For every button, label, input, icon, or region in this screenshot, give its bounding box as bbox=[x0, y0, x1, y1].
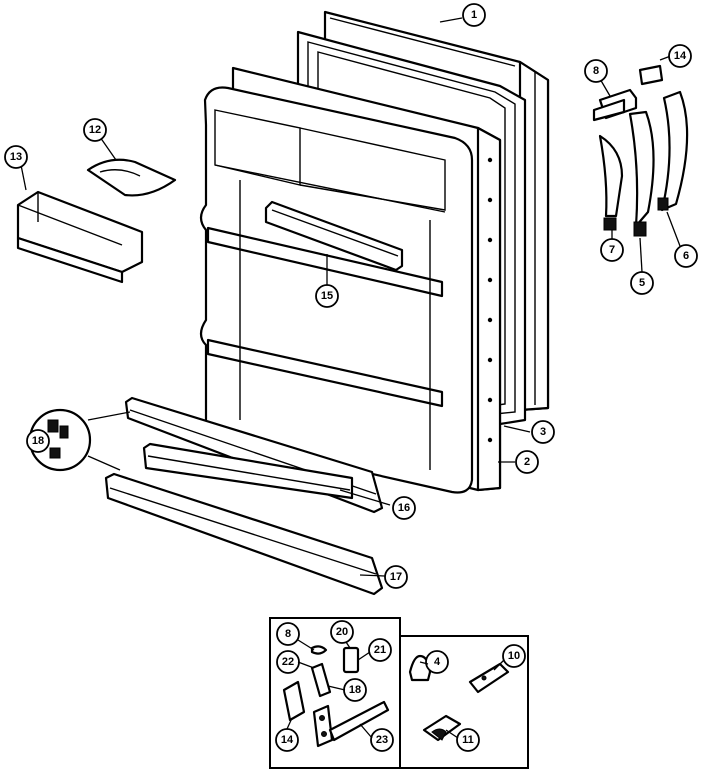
svg-text:5: 5 bbox=[639, 277, 645, 289]
svg-text:18: 18 bbox=[32, 435, 44, 447]
svg-text:23: 23 bbox=[376, 734, 388, 746]
callout-18-detail: 18 bbox=[343, 678, 367, 702]
callout-13: 13 bbox=[4, 145, 28, 169]
callout-2: 2 bbox=[515, 450, 539, 474]
svg-text:4: 4 bbox=[434, 656, 441, 668]
door-trim-lower bbox=[104, 472, 384, 596]
svg-text:11: 11 bbox=[462, 734, 474, 746]
svg-text:6: 6 bbox=[683, 250, 689, 262]
callout-12: 12 bbox=[83, 118, 107, 142]
callout-8: 8 bbox=[584, 59, 608, 83]
svg-text:7: 7 bbox=[609, 244, 615, 256]
callout-8-detail: 8 bbox=[276, 622, 300, 646]
callout-1: 1 bbox=[462, 3, 486, 27]
callout-15: 15 bbox=[315, 284, 339, 308]
callout-20: 20 bbox=[330, 620, 354, 644]
callout-18: 18 bbox=[26, 429, 50, 453]
callout-23: 23 bbox=[370, 728, 394, 752]
svg-text:10: 10 bbox=[508, 650, 520, 662]
svg-text:12: 12 bbox=[89, 124, 101, 136]
dairy-bin bbox=[86, 158, 177, 197]
svg-text:17: 17 bbox=[390, 571, 402, 583]
hardware-detail-box bbox=[269, 617, 529, 769]
callout-17: 17 bbox=[384, 565, 408, 589]
bin-door bbox=[16, 190, 144, 284]
callout-21: 21 bbox=[368, 638, 392, 662]
callout-22: 22 bbox=[276, 650, 300, 674]
svg-text:16: 16 bbox=[398, 502, 410, 514]
callout-11: 11 bbox=[456, 728, 480, 752]
callout-14-detail: 14 bbox=[275, 728, 299, 752]
callout-7: 7 bbox=[600, 238, 624, 262]
callout-10: 10 bbox=[502, 644, 526, 668]
leader-lines bbox=[19, 17, 681, 577]
svg-text:14: 14 bbox=[281, 734, 294, 746]
callout-16: 16 bbox=[392, 496, 416, 520]
hinge-assembly bbox=[592, 64, 689, 237]
svg-text:21: 21 bbox=[374, 644, 386, 656]
svg-text:15: 15 bbox=[321, 290, 333, 302]
detail-leader-lines bbox=[286, 639, 505, 739]
svg-text:8: 8 bbox=[593, 65, 599, 77]
callout-6: 6 bbox=[674, 244, 698, 268]
svg-text:1: 1 bbox=[471, 9, 477, 21]
svg-text:20: 20 bbox=[336, 626, 348, 638]
svg-text:22: 22 bbox=[282, 656, 294, 668]
svg-text:13: 13 bbox=[10, 151, 22, 163]
svg-text:14: 14 bbox=[674, 50, 687, 62]
clip-detail-circle bbox=[28, 408, 131, 472]
svg-text:2: 2 bbox=[524, 456, 530, 468]
svg-text:18: 18 bbox=[349, 684, 361, 696]
door-liner bbox=[199, 66, 502, 494]
callout-5: 5 bbox=[630, 271, 654, 295]
door-trim-middle bbox=[142, 442, 354, 500]
callout-4: 4 bbox=[425, 650, 449, 674]
svg-text:3: 3 bbox=[540, 426, 546, 438]
shelf-bar bbox=[264, 200, 404, 272]
callout-3: 3 bbox=[531, 420, 555, 444]
callout-14: 14 bbox=[668, 44, 692, 68]
svg-text:8: 8 bbox=[285, 628, 291, 640]
